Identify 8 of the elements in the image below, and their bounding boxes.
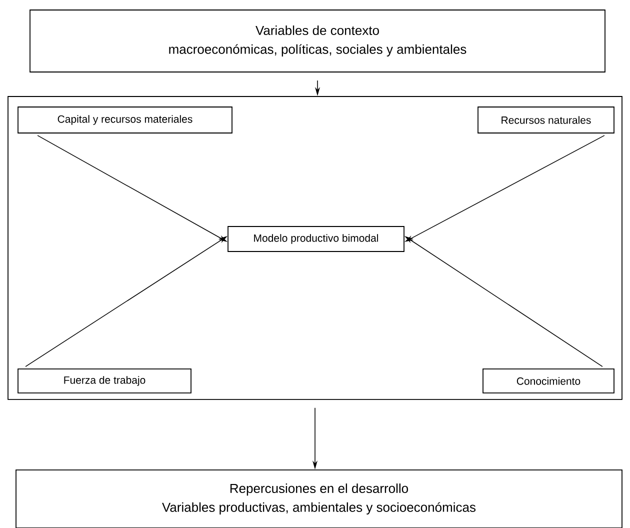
factor-box: Capital y recursos materiales	[18, 106, 232, 134]
model-box: Modelo productivo bimodal	[228, 226, 404, 252]
frame-box	[8, 96, 622, 400]
factor-box: Conocimiento	[482, 368, 614, 394]
result-box: Repercusiones en el desarrollo Variables productivas, ambientales y socioeconómicas	[16, 470, 622, 528]
factor-box: Fuerza de trabajo	[18, 368, 192, 394]
factor-box: Recursos naturales	[478, 106, 614, 134]
context-box: Variables de contexto macroeconómicas, políticas, sociales y ambientales	[30, 10, 606, 72]
